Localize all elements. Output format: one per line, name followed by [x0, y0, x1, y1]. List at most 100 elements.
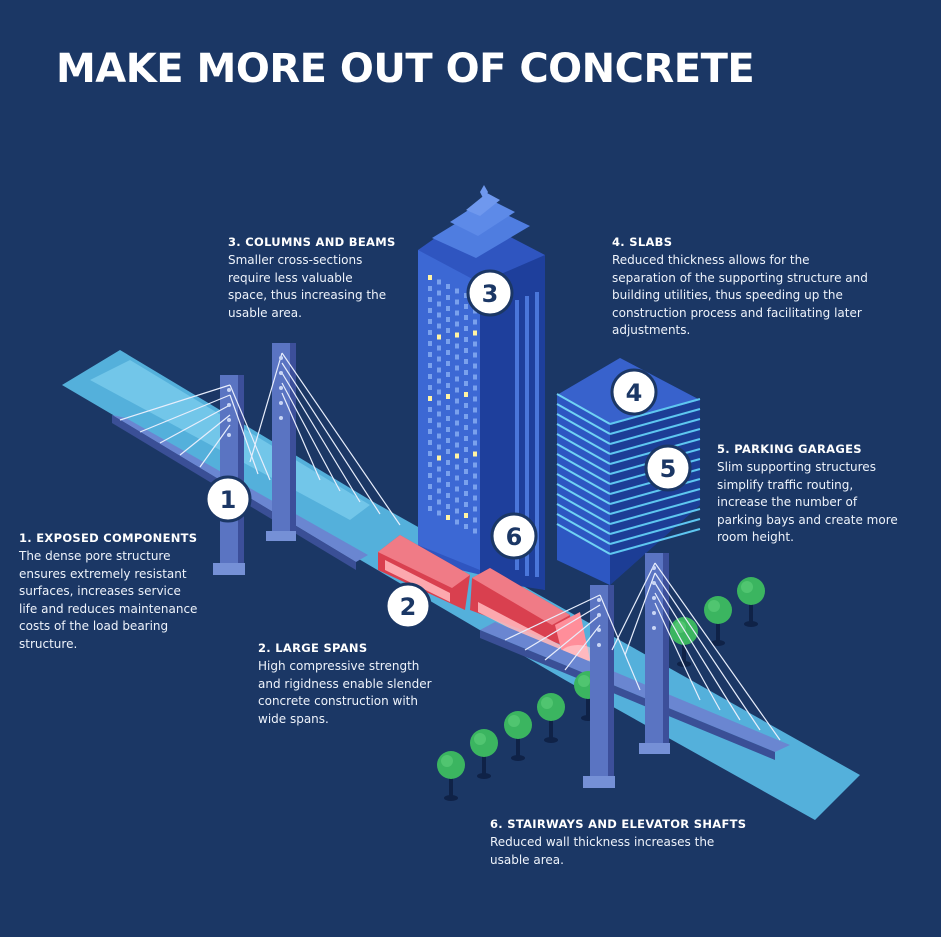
window-light [473, 319, 477, 325]
tree [470, 729, 498, 779]
callout-line: usable area. [228, 305, 302, 320]
garage-floor-stripe [556, 413, 611, 445]
callout-line: concrete construction with [258, 694, 418, 709]
callout-line: Slim supporting structures [717, 460, 876, 474]
tree [537, 693, 565, 743]
callout-line: Smaller cross-sections [228, 253, 363, 267]
window-light [437, 290, 441, 296]
callout-parking-garages: 5. PARKING GARAGES Slim supporting struc… [717, 442, 927, 547]
window-light [473, 506, 477, 512]
tree [670, 617, 698, 667]
window-light [455, 475, 459, 481]
window-light [464, 513, 468, 518]
window-light [464, 370, 468, 375]
window-light [437, 444, 441, 450]
callout-body: The dense pore structure ensures extreme… [19, 548, 229, 654]
window-light [455, 519, 459, 525]
window-light [446, 372, 450, 377]
marker-5: 5 [644, 444, 692, 492]
window-light [428, 363, 432, 368]
callout-line: The dense pore structure [19, 549, 171, 563]
window-light [437, 400, 441, 406]
window-light [455, 332, 459, 338]
garage-floor-stripe [556, 443, 611, 475]
window-light [464, 326, 468, 331]
window-light [437, 356, 441, 362]
window-light [446, 339, 450, 344]
window-light [446, 504, 450, 509]
callout-line: space, thus increasing the [228, 288, 387, 303]
garage-floor-stripe [556, 433, 611, 465]
window-light [446, 295, 450, 300]
window-light [455, 497, 459, 503]
callout-line: structure. [19, 636, 78, 651]
window-light [437, 510, 441, 516]
tree [704, 596, 732, 646]
window-light [428, 352, 432, 357]
garage-floor-stripe [556, 403, 611, 435]
tree [437, 751, 465, 801]
marker-1-number: 1 [220, 486, 237, 514]
window-light [473, 396, 477, 402]
window-light [473, 517, 477, 523]
window-light [473, 341, 477, 347]
callout-line: High compressive strength [258, 659, 420, 673]
window-light [455, 453, 459, 459]
callout-line: and rigidness enable slender [258, 676, 432, 691]
garage-floor-stripe [556, 423, 611, 455]
window-light [428, 473, 432, 478]
callout-line: ensures extremely resistant [19, 566, 187, 581]
window-light [446, 460, 450, 465]
callout-line: surfaces, increases service [19, 584, 181, 599]
callout-line: usable area. [490, 852, 564, 867]
window-light [437, 411, 441, 417]
garage-floor-stripe [609, 508, 701, 535]
window-light [473, 462, 477, 468]
window-light [428, 429, 432, 434]
window-light [437, 279, 441, 285]
window-light [455, 431, 459, 437]
window-light [464, 348, 468, 353]
window-light [428, 407, 432, 412]
window-light [464, 315, 468, 320]
window-light [437, 323, 441, 329]
window-light [446, 394, 450, 399]
right-pylon-studs [597, 566, 656, 647]
window-light [446, 416, 450, 421]
window-light [428, 374, 432, 379]
train [378, 535, 596, 665]
callout-large-spans: 2. LARGE SPANS High compressive strength… [258, 641, 458, 728]
callout-line: room height. [717, 530, 794, 545]
window-light [464, 436, 468, 441]
window-light [446, 427, 450, 432]
window-light [464, 447, 468, 452]
marker-6: 6 [490, 512, 538, 560]
window-light [455, 409, 459, 415]
callout-body: Slim supporting structures simplify traf… [717, 459, 927, 547]
window-light [473, 363, 477, 369]
window-light [464, 337, 468, 342]
garage-floor-stripe [609, 418, 701, 445]
marker-4-number: 4 [626, 379, 643, 407]
callout-line: Reduced thickness allows for the [612, 253, 810, 267]
garage-floor-stripe [556, 503, 611, 535]
window-light [428, 330, 432, 335]
window-light [455, 376, 459, 382]
window-light [464, 502, 468, 507]
callout-heading: 4. SLABS [612, 235, 673, 249]
callout-line: costs of the load bearing [19, 619, 169, 634]
window-light [455, 420, 459, 426]
window-light [455, 398, 459, 404]
parking-garage-floors [556, 393, 701, 555]
callout-body: Reduced thickness allows for the separat… [612, 252, 912, 340]
window-light [428, 385, 432, 390]
right-bridge-deck-side [480, 630, 775, 760]
window-light [455, 387, 459, 393]
callout-heading: 5. PARKING GARAGES [717, 442, 862, 456]
garage-floor-stripe [556, 523, 611, 555]
window-light [473, 418, 477, 424]
window-light [437, 466, 441, 472]
skyscraper-windows [428, 275, 477, 534]
window-light [473, 385, 477, 391]
